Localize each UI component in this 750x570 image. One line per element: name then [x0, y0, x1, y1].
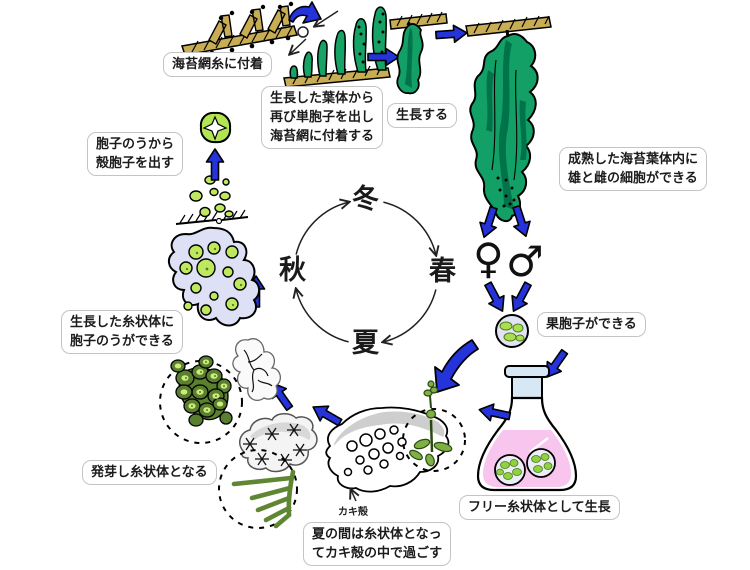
- label-attach-net-text: 海苔網糸に付着: [172, 57, 264, 72]
- label-attach-net: 海苔網糸に付着: [163, 52, 273, 77]
- arrow-blade-to-mature-icon: [434, 23, 469, 45]
- label-summer-line2: てカキ殻の中で過ごす: [312, 546, 443, 561]
- label-free-filament-text: フリー糸状体として生長: [468, 500, 611, 515]
- label-sporangium: 生長した糸状体に 胞子のうができる: [61, 310, 184, 354]
- label-carpospore-text: 果胞子ができる: [546, 317, 637, 332]
- arrow-shell-to-germination-icon: [308, 398, 346, 431]
- label-grow-text: 生長する: [396, 108, 449, 123]
- label-germinate: 発芽し糸状体となる: [82, 460, 217, 485]
- net-thread-attached-spores-illustration: [181, 1, 298, 60]
- season-autumn: 秋: [279, 255, 306, 286]
- label-mature: 成熟した海苔葉体内に 雄と雌の細胞ができる: [559, 147, 708, 191]
- oyster-shell-illustration: [325, 380, 466, 502]
- growing-blade-illustration: [389, 11, 448, 95]
- label-carpospore: 果胞子ができる: [537, 312, 646, 337]
- sporangium-release-illustration: [168, 175, 260, 327]
- label-regrow-line1: 生長した葉体から: [270, 91, 375, 106]
- carpospore-cell-illustration: [495, 314, 529, 348]
- arrow-carpospore-to-shell-icon: [434, 339, 479, 393]
- young-blades-on-net-illustration: [283, 6, 391, 88]
- label-conchospore-line1: 胞子のうから: [96, 137, 175, 152]
- label-conchospore-line2: 殻胞子を出す: [96, 156, 175, 171]
- culture-flask-illustration: [476, 365, 578, 492]
- season-winter: 冬: [352, 184, 379, 215]
- label-sporangium-line1: 生長した糸状体に: [70, 315, 175, 330]
- label-regrow-line3: 海苔網に付着する: [270, 129, 375, 144]
- label-mature-line2: 雄と雌の細胞ができる: [568, 171, 698, 186]
- arrow-release-to-conchospore-icon: [205, 148, 225, 181]
- filament-with-sporangia-illustration: [159, 338, 282, 444]
- season-spring: 春: [429, 256, 456, 287]
- label-summer-shell: 夏の間は糸状体となっ てカキ殻の中で過ごす: [303, 522, 452, 566]
- label-oyster-shell: カキ殻: [338, 507, 368, 518]
- season-summer: 夏: [352, 328, 379, 359]
- label-regrow-line2: 再び単胞子を出し: [270, 110, 375, 125]
- female-symbol: ♀: [473, 234, 504, 283]
- label-germinate-text: 発芽し糸状体となる: [91, 465, 208, 480]
- label-regrow: 生長した葉体から 再び単胞子を出し 海苔網に付着する: [261, 86, 384, 149]
- germinated-filament-illustration: [218, 413, 318, 529]
- arrow-attach-to-germling-icon: [288, 1, 322, 24]
- mature-blade-illustration: [465, 15, 552, 222]
- male-symbol: ♂: [506, 237, 544, 286]
- label-mature-line1: 成熟した海苔葉体内に: [568, 152, 699, 167]
- label-summer-line1: 夏の間は糸状体となっ: [312, 527, 442, 542]
- label-conchospore: 胞子のうから 殻胞子を出す: [87, 132, 184, 176]
- label-grow: 生長する: [387, 103, 458, 128]
- season-cycle-arrows: [296, 202, 436, 342]
- label-free-filament: フリー糸状体として生長: [459, 495, 620, 520]
- label-sporangium-line2: 胞子のうができる: [70, 334, 174, 349]
- conchospore-cell-illustration: [199, 111, 232, 144]
